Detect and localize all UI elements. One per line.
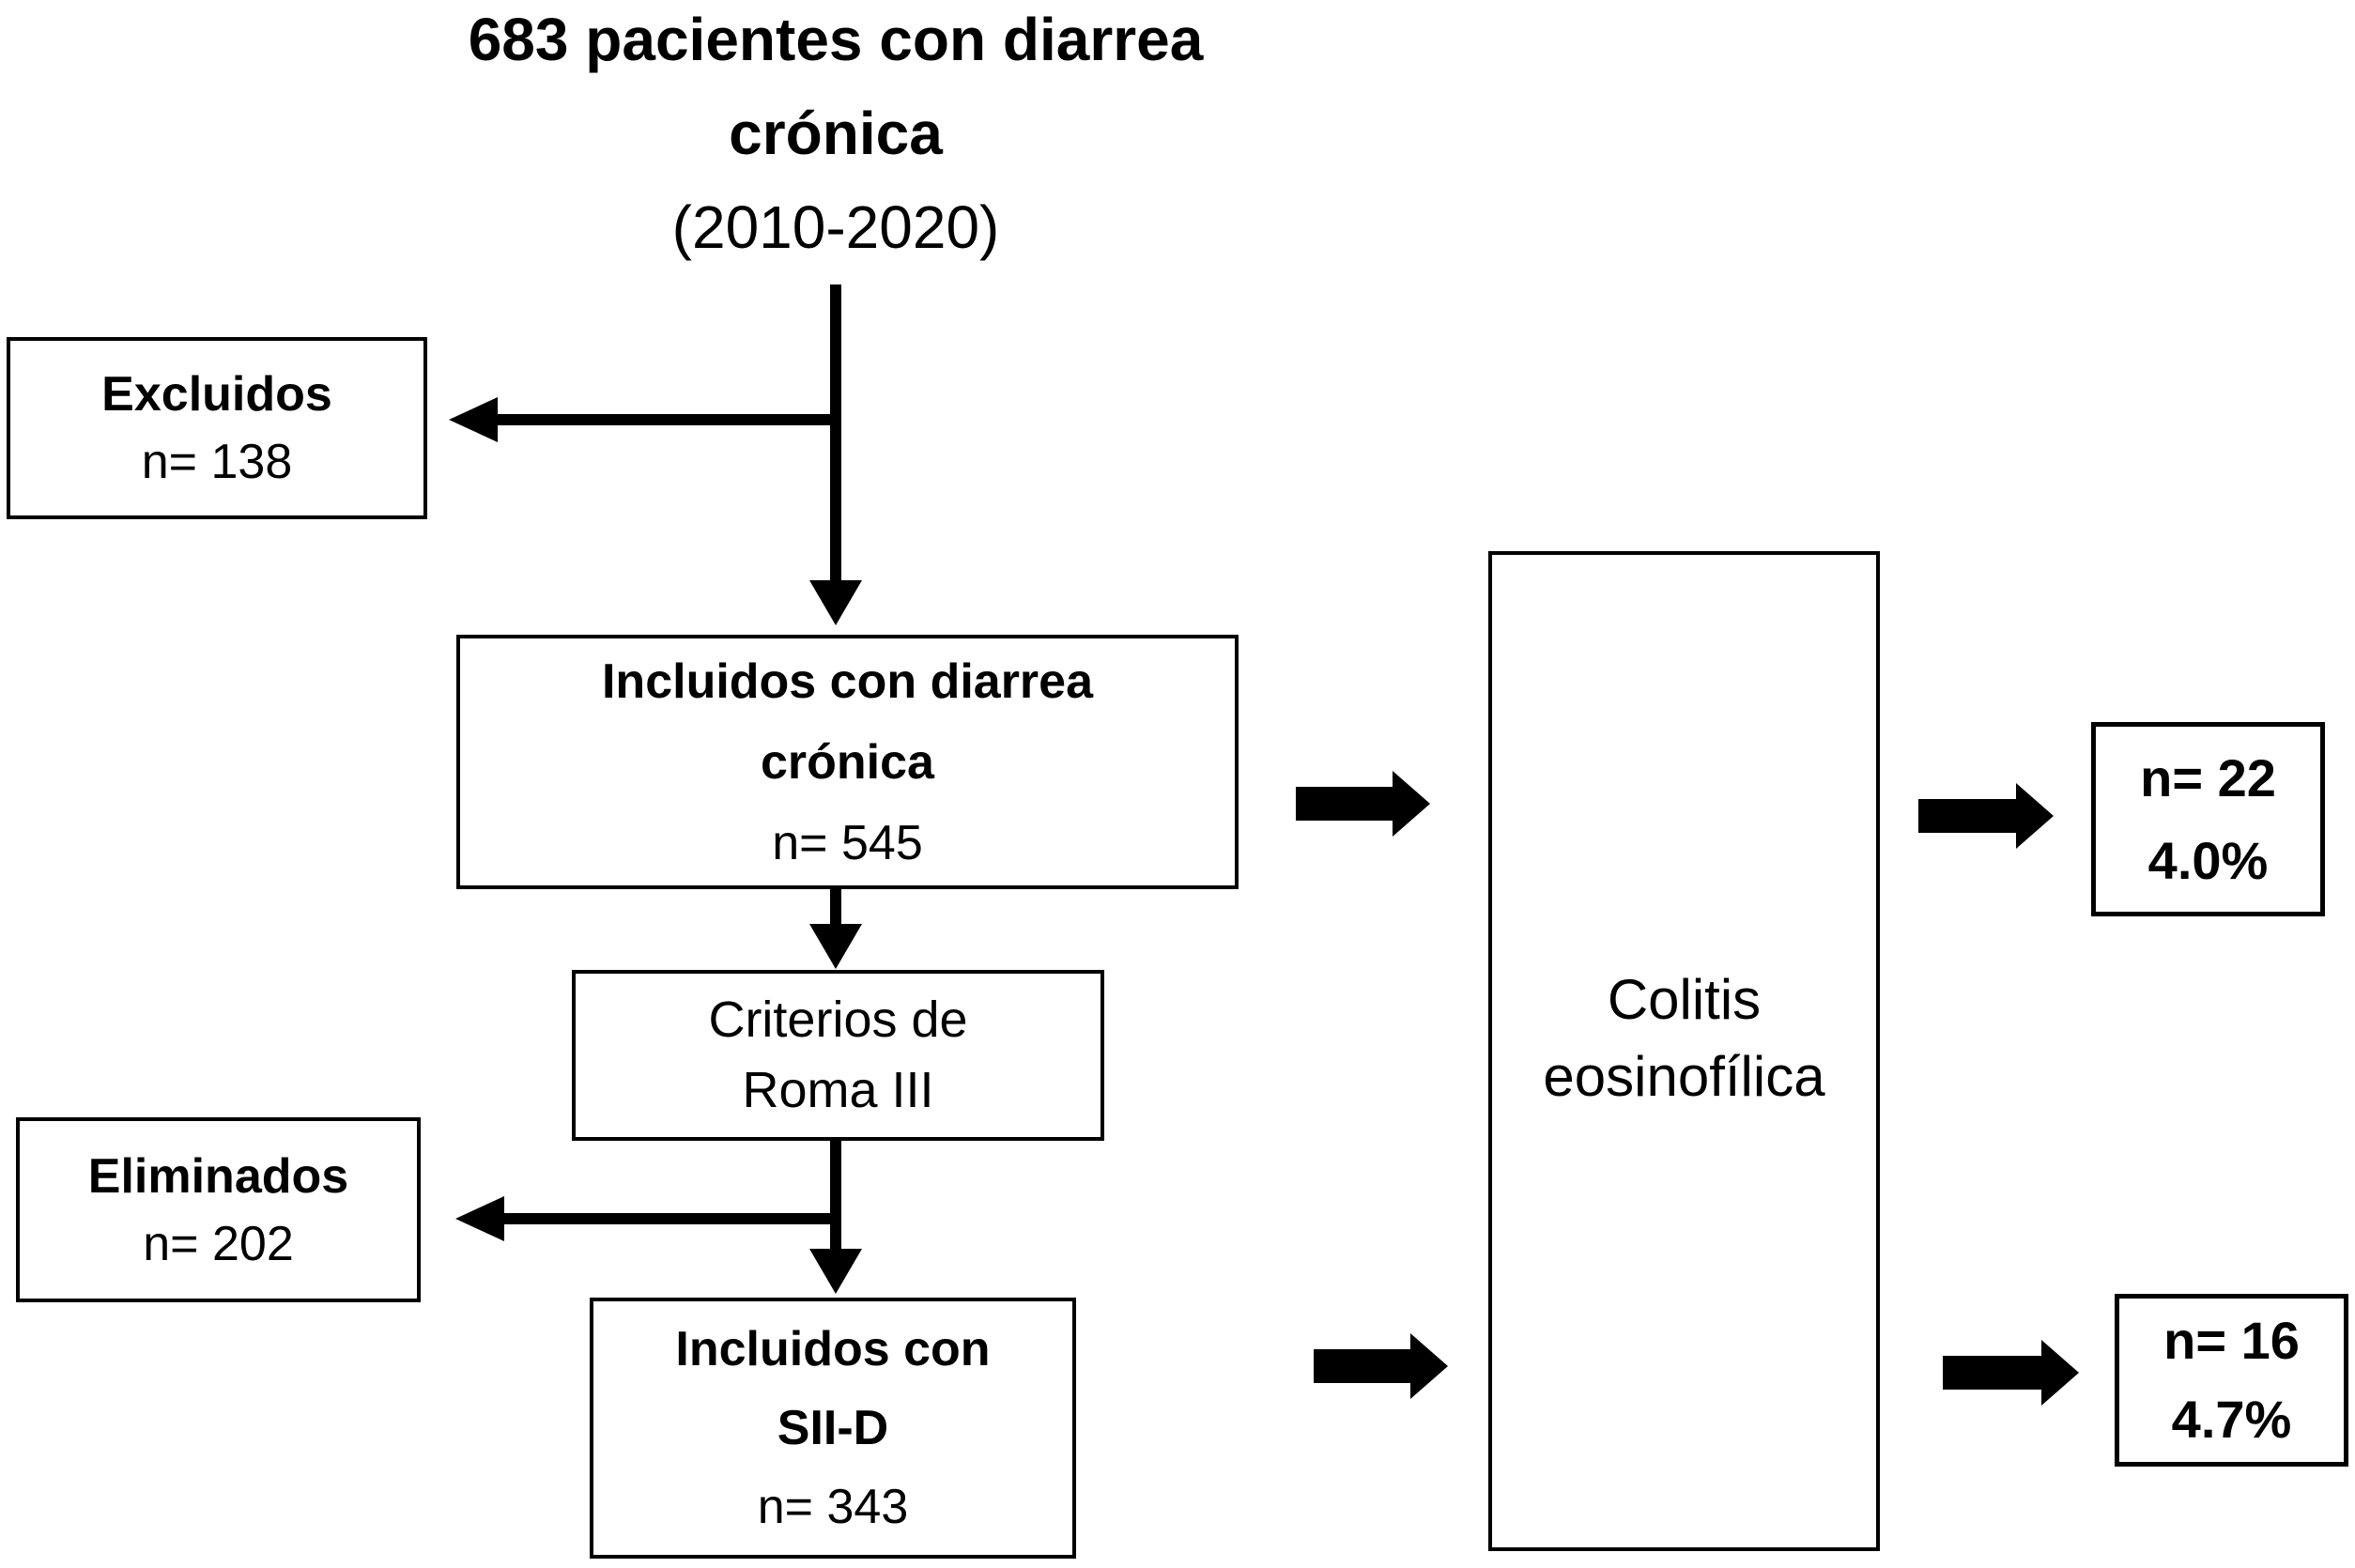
result-bottom-percent: 4.7% [2171, 1390, 2292, 1449]
eliminated-label: Eliminados [87, 1148, 349, 1204]
included-chronic-diarrhea-line2: crónica [761, 734, 934, 790]
arrowhead-left-to-excluded-icon [449, 397, 498, 442]
included-chronic-diarrhea-line1: Incluidos con diarrea [601, 653, 1094, 709]
included-ibs-d-box: Incluidos con SII-D n= 343 [590, 1298, 1076, 1559]
block-arrow-colitis-to-n22 [1918, 799, 2016, 833]
arrowhead-down-to-siid-icon [809, 1249, 862, 1294]
eosinophilic-colitis-box: Colitis eosinofílica [1488, 551, 1880, 1551]
connector-title-to-included [830, 284, 841, 586]
arrowhead-down-to-included-icon [809, 580, 862, 625]
block-arrow-included-to-colitis [1296, 787, 1393, 821]
title-line-1: 683 pacientes con diarrea [468, 6, 1204, 73]
rome-iii-criteria-box: Criterios de Roma III [572, 970, 1104, 1141]
rome-iii-criteria-line2: Roma III [742, 1062, 934, 1118]
eliminated-box: Eliminados n= 202 [16, 1117, 421, 1302]
excluded-count: n= 138 [141, 435, 293, 489]
block-arrow-colitis-to-n16 [1943, 1356, 2041, 1390]
eosinophilic-colitis-line1: Colitis [1607, 967, 1762, 1031]
eliminated-count: n= 202 [143, 1216, 294, 1271]
result-bottom-box: n= 16 4.7% [2115, 1294, 2348, 1467]
result-top-box: n= 22 4.0% [2091, 722, 2325, 916]
block-arrow-colitis-to-n22-head-icon [2016, 783, 2054, 849]
block-arrow-colitis-to-n16-head-icon [2041, 1340, 2079, 1406]
title-line-3: (2010-2020) [671, 193, 1000, 261]
included-ibs-d-line2: SII-D [777, 1401, 889, 1455]
page-title: 683 pacientes con diarrea crónica (2010-… [272, 0, 1399, 274]
connector-included-to-criteria [830, 889, 841, 930]
excluded-box: Excluidos n= 138 [7, 337, 427, 519]
title-line-2: crónica [729, 100, 943, 167]
eosinophilic-colitis-line2: eosinofílica [1543, 1044, 1825, 1108]
block-arrow-included-to-colitis-head-icon [1393, 771, 1430, 837]
included-chronic-diarrhea-box: Incluidos con diarrea crónica n= 545 [456, 635, 1239, 889]
included-chronic-diarrhea-count: n= 545 [772, 815, 923, 870]
block-arrow-siid-to-colitis-head-icon [1410, 1333, 1448, 1399]
result-top-percent: 4.0% [2147, 830, 2269, 890]
rome-iii-criteria-line1: Criterios de [708, 992, 968, 1048]
result-bottom-count: n= 16 [2163, 1311, 2300, 1370]
arrowhead-left-to-eliminated-icon [455, 1196, 504, 1241]
connector-branch-to-eliminated [499, 1213, 841, 1224]
block-arrow-siid-to-colitis [1314, 1349, 1410, 1383]
included-ibs-d-count: n= 343 [757, 1480, 909, 1534]
result-top-count: n= 22 [2140, 747, 2276, 807]
included-ibs-d-line1: Incluidos con [675, 1322, 991, 1376]
arrowhead-down-to-criteria-icon [809, 924, 862, 969]
connector-branch-to-excluded [492, 414, 836, 425]
excluded-label: Excluidos [101, 367, 332, 422]
connector-criteria-to-siid [830, 1141, 841, 1254]
